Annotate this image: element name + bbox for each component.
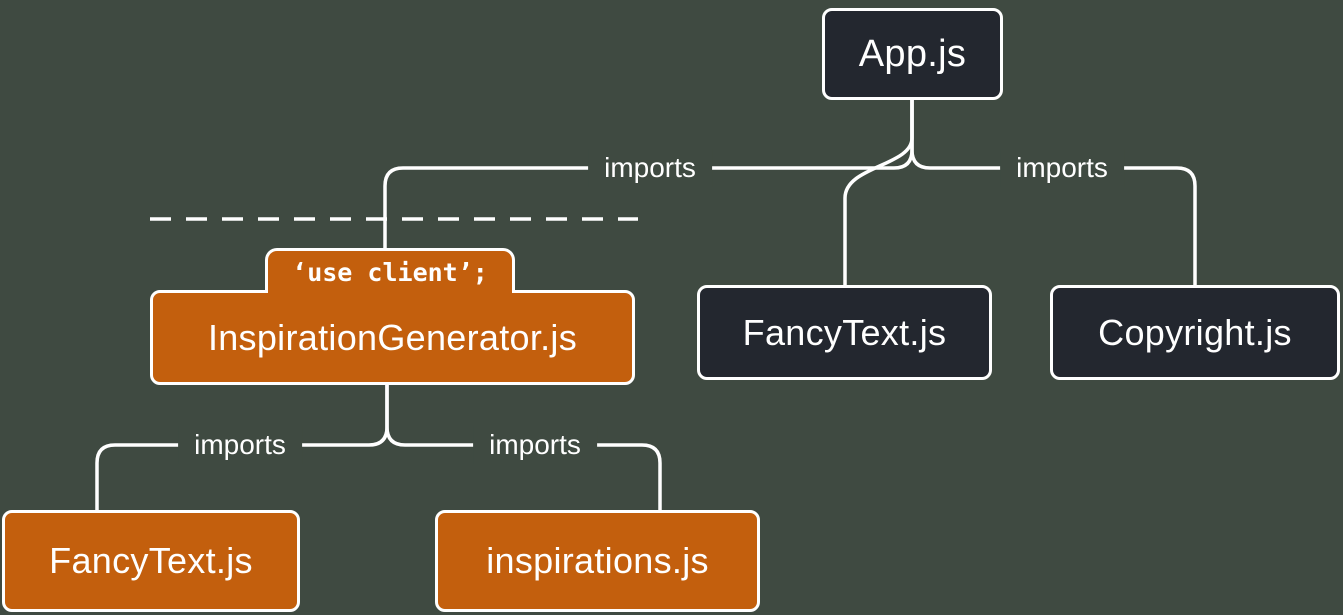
node-app-js: App.js (822, 8, 1003, 100)
use-client-directive-text: ‘use client’; (292, 257, 488, 287)
node-inspirations-js: inspirations.js (435, 510, 760, 612)
use-client-directive-badge: ‘use client’; (265, 248, 515, 293)
edge-label-imports-app-to-copyright: imports (1000, 149, 1124, 187)
edge-app-to-copyright (910, 98, 1197, 291)
node-fancytext-js-client-label: FancyText.js (49, 540, 253, 581)
node-fancytext-js-server: FancyText.js (697, 285, 992, 380)
node-inspirations-js-label: inspirations.js (486, 540, 709, 581)
node-copyright-js-label: Copyright.js (1098, 311, 1292, 353)
node-fancytext-js-client: FancyText.js (2, 510, 300, 612)
node-copyright-js: Copyright.js (1050, 285, 1340, 380)
edge-label-imports-inspiration-to-inspirations: imports (473, 426, 597, 464)
edge-app-to-fancytext-server (843, 98, 914, 291)
edge-label-imports-inspiration-to-fancytext: imports (178, 426, 302, 464)
edge-label-imports-app-to-inspiration: imports (588, 149, 712, 187)
node-fancytext-js-server-label: FancyText.js (742, 311, 947, 353)
node-inspiration-generator-js-label: InspirationGenerator.js (207, 316, 578, 358)
node-inspiration-generator-js: InspirationGenerator.js (150, 290, 635, 385)
node-app-js-label: App.js (858, 32, 967, 75)
